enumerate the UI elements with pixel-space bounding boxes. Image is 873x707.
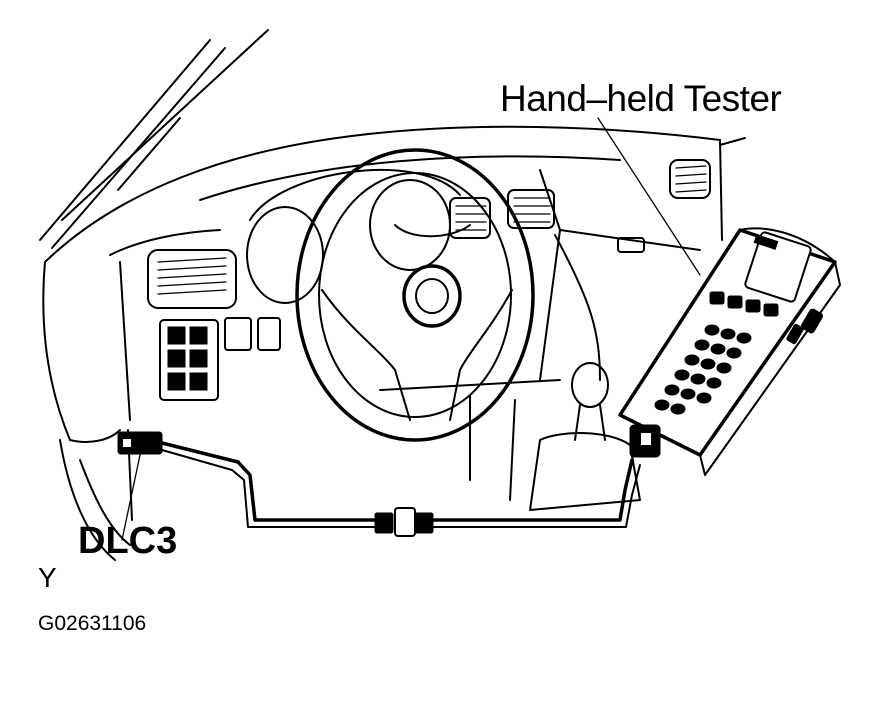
corner-mark: Y xyxy=(38,562,57,593)
tester-function-keys xyxy=(709,291,779,317)
cable-icon xyxy=(231,424,661,537)
dlc3-connector-icon xyxy=(117,431,240,471)
dlc3-label: DLC3 xyxy=(78,520,178,562)
figure-code: G02631106 xyxy=(38,612,147,635)
windshield-pillar xyxy=(39,29,269,249)
dashboard-body xyxy=(42,125,746,561)
hand-held-tester-icon xyxy=(618,227,841,476)
right-air-vents xyxy=(449,159,711,253)
switch-panel xyxy=(159,317,281,401)
left-air-vent xyxy=(147,249,237,309)
tester-keypad xyxy=(654,324,752,415)
leader-lines xyxy=(121,117,701,541)
gear-shifter xyxy=(529,362,641,511)
hand-held-tester-label: Hand–held Tester xyxy=(500,78,782,119)
steering-wheel-icon xyxy=(295,148,535,442)
